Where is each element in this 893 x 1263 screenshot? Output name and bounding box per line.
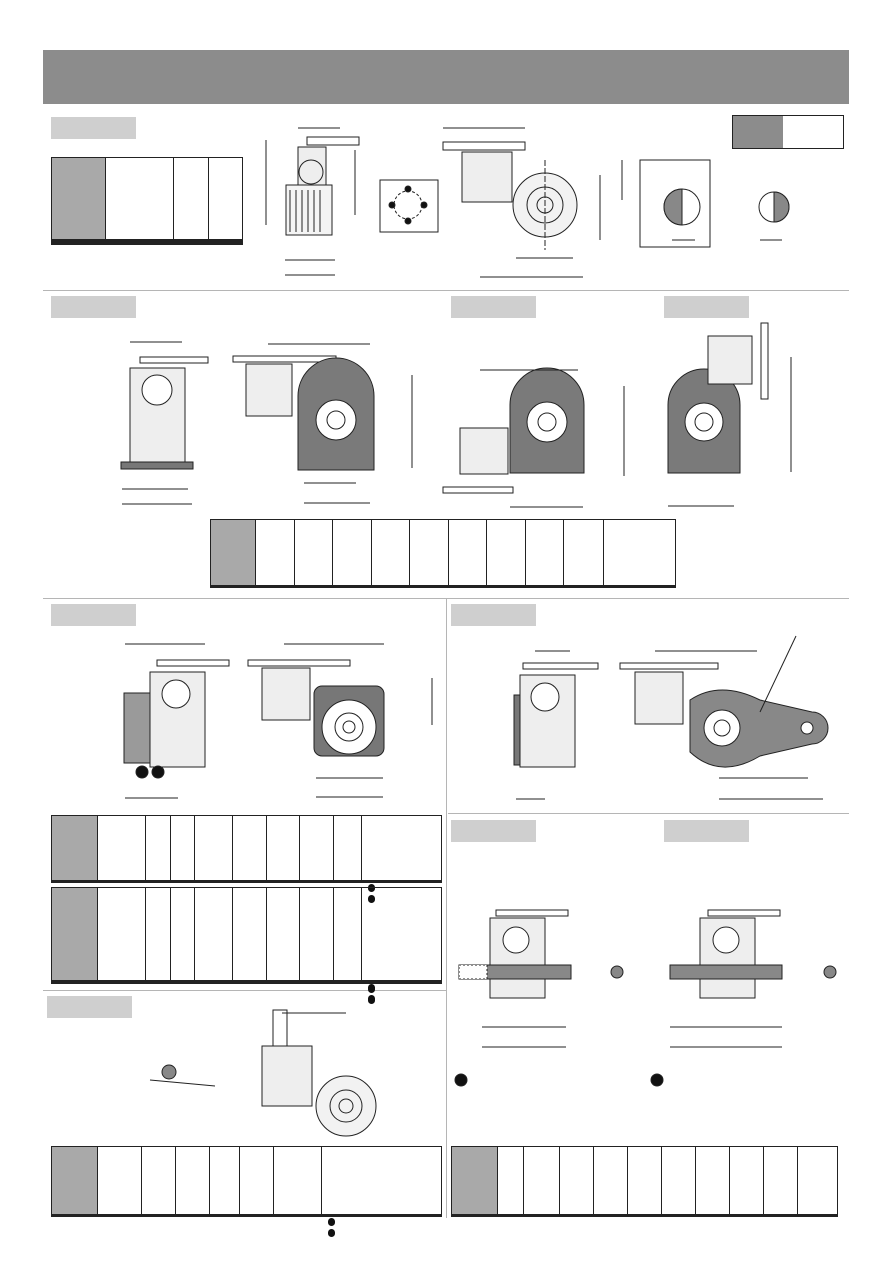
section-tab-foot-mount	[51, 296, 136, 318]
spec-table-shaft	[451, 1146, 838, 1217]
divider	[43, 990, 446, 991]
section-tab-mount-c	[664, 296, 749, 318]
spec-table-mount	[210, 519, 676, 588]
drawing-mount-b	[442, 367, 625, 508]
bullet-icon	[328, 1219, 335, 1226]
section-tab-flange	[51, 604, 136, 626]
section-tab-torque-arm	[451, 604, 536, 626]
drawing-flange-front	[247, 643, 433, 798]
spec-table-top	[51, 157, 243, 245]
drawing-double-shaft	[669, 909, 837, 1048]
section-tab-double-shaft	[664, 820, 749, 842]
legend-dot-1	[454, 1073, 468, 1087]
drawing-side-view-1	[265, 127, 360, 276]
drawing-input	[149, 1009, 377, 1137]
divider	[43, 290, 849, 291]
divider	[446, 598, 447, 1218]
legend-swatch	[733, 116, 783, 148]
drawing-mount-c	[667, 322, 792, 507]
section-tab-input	[47, 996, 132, 1018]
drawing-front-view-1	[442, 127, 623, 278]
drawing-shaft-sections	[639, 159, 790, 248]
spec-table-input	[51, 1146, 442, 1237]
section-tab-mount-b	[451, 296, 536, 318]
drawing-bolt-pattern	[379, 179, 439, 233]
drawing-torque-arm-side	[513, 650, 599, 800]
bullet-icon	[368, 986, 375, 993]
spec-table-flange-b	[51, 887, 442, 1004]
header-banner	[43, 50, 849, 104]
drawing-torque-arm-front	[619, 635, 829, 800]
drawing-flange-side	[123, 643, 230, 799]
section-tab-overview	[51, 117, 136, 139]
legend-dot-2	[650, 1073, 664, 1087]
drawing-foot-mount-front	[232, 343, 413, 504]
divider	[448, 813, 849, 814]
spec-table-flange-a	[51, 815, 442, 903]
section-tab-single-shaft	[451, 820, 536, 842]
legend-box	[732, 115, 844, 149]
bullet-icon	[328, 1230, 335, 1237]
drawing-single-shaft	[458, 909, 624, 1048]
bullet-icon	[368, 997, 375, 1004]
drawing-foot-mount-side	[120, 341, 209, 505]
